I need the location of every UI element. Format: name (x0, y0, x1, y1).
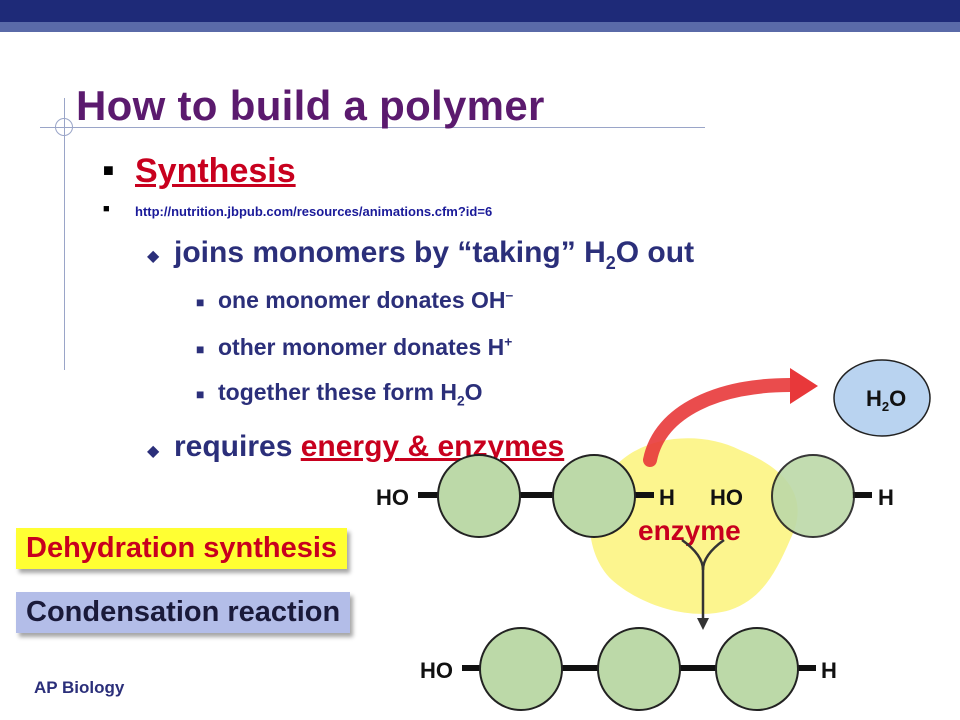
bullet-square-icon: ■ (103, 160, 114, 180)
bullet-square-icon: ■ (196, 386, 205, 402)
top-ho-label: HO (376, 485, 409, 510)
monomer-circle (437, 454, 521, 538)
bullet-h: other monomer donates H+ (218, 334, 513, 360)
enzyme-blob (589, 438, 798, 614)
bullet-square-icon: ■ (196, 294, 205, 310)
top-h-right-label: H (878, 485, 894, 510)
bullet-water: together these form H2O (218, 379, 483, 409)
top-band (0, 0, 960, 22)
arrowhead-icon (790, 368, 818, 404)
bottom-h-label: H (821, 658, 837, 683)
bullet-square-icon: ■ (196, 341, 205, 357)
bullet-oh: one monomer donates OH– (218, 287, 514, 313)
bullet-diamond-icon: ◆ (147, 443, 160, 460)
left-rule (64, 98, 65, 370)
enzyme-label: enzyme (638, 515, 741, 546)
slide-title: How to build a polymer (76, 82, 545, 129)
monomer-circle (771, 454, 855, 538)
bullet-requires: requires energy & enzymes (174, 430, 565, 463)
top-band-stripe (0, 22, 960, 32)
bottom-ho-label: HO (420, 658, 453, 683)
water-ellipse (833, 359, 931, 437)
bullet-diamond-icon: ◆ (147, 248, 160, 265)
crosshair-ornament (55, 118, 73, 136)
monomer-circle (597, 627, 681, 711)
synthesis-link[interactable]: Synthesis (135, 152, 296, 190)
arrowhead-icon (697, 618, 709, 630)
monomer-circle (715, 627, 799, 711)
footer-course: AP Biology (34, 678, 125, 697)
top-h-mid-label: H (659, 485, 675, 510)
bullet-joins-monomers: joins monomers by “taking” H2O out (174, 236, 695, 273)
animation-url-link[interactable]: http://nutrition.jbpub.com/resources/ani… (135, 204, 493, 219)
monomer-circle (552, 454, 636, 538)
condensation-reaction-label: Condensation reaction (16, 592, 351, 633)
bullet-square-icon: ■ (103, 203, 110, 215)
dehydration-synthesis-label: Dehydration synthesis (16, 528, 348, 569)
title-rule (40, 127, 705, 128)
water-release-arrow (643, 378, 797, 467)
monomer-circle (479, 627, 563, 711)
top-ho-mid-label: HO (710, 485, 743, 510)
water-label: H2O (866, 386, 906, 414)
